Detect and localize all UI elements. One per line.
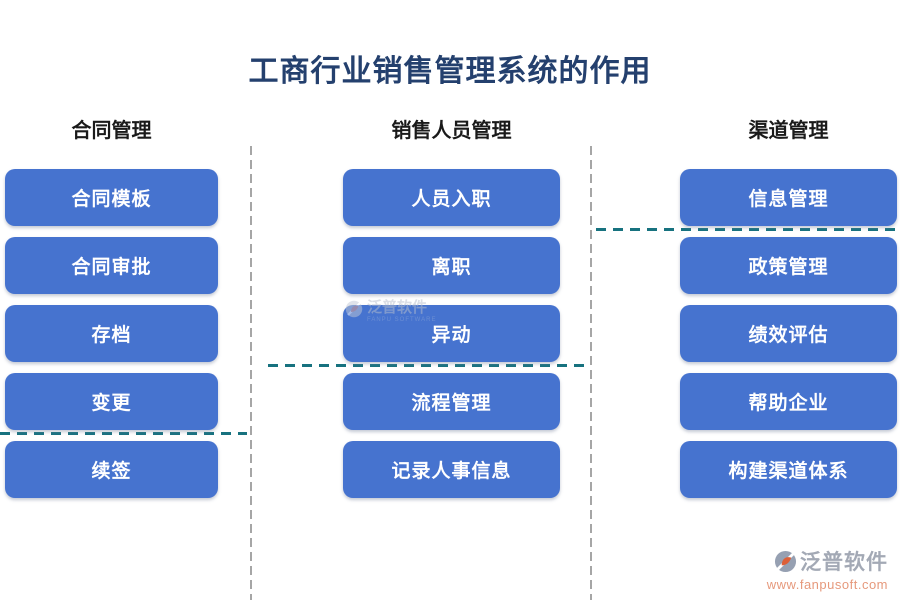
column-header-contract-management: 合同管理 <box>71 120 152 142</box>
column-header-channel-management: 渠道管理 <box>748 120 829 142</box>
node-process-management: 流程管理 <box>343 373 560 430</box>
brand-url: www.fanpusoft.com <box>766 577 888 592</box>
node-resignation: 离职 <box>343 237 560 294</box>
node-hr-records: 记录人事信息 <box>343 441 560 498</box>
dashed-separator-column3 <box>596 228 899 231</box>
node-renewal: 续签 <box>5 441 218 498</box>
node-contract-template: 合同模板 <box>5 169 218 226</box>
node-build-channel-system: 构建渠道体系 <box>680 441 897 498</box>
dashed-separator-column1 <box>0 432 247 435</box>
node-transfer: 异动 <box>343 305 560 362</box>
column-channel-management: 信息管理 政策管理 绩效评估 帮助企业 构建渠道体系 <box>680 169 897 498</box>
column-header-sales-personnel-management: 销售人员管理 <box>391 120 512 142</box>
node-personnel-onboarding: 人员入职 <box>343 169 560 226</box>
node-help-enterprise: 帮助企业 <box>680 373 897 430</box>
column-contract-management: 合同模板 合同审批 存档 变更 续签 <box>5 169 218 498</box>
node-performance-evaluation: 绩效评估 <box>680 305 897 362</box>
dashed-separator-column2 <box>268 364 588 367</box>
column-divider-left <box>250 146 252 600</box>
node-info-management: 信息管理 <box>680 169 897 226</box>
node-policy-management: 政策管理 <box>680 237 897 294</box>
page-title: 工商行业销售管理系统的作用 <box>248 55 652 88</box>
column-sales-personnel-management: 人员入职 离职 异动 流程管理 记录人事信息 <box>343 169 560 498</box>
fanpu-logo-icon <box>774 550 797 573</box>
node-contract-approval: 合同审批 <box>5 237 218 294</box>
node-change: 变更 <box>5 373 218 430</box>
brand-name: 泛普软件 <box>800 551 888 574</box>
brand-footer: 泛普软件 www.fanpusoft.com <box>767 546 888 592</box>
node-archive: 存档 <box>5 305 218 362</box>
column-divider-right <box>590 146 592 600</box>
